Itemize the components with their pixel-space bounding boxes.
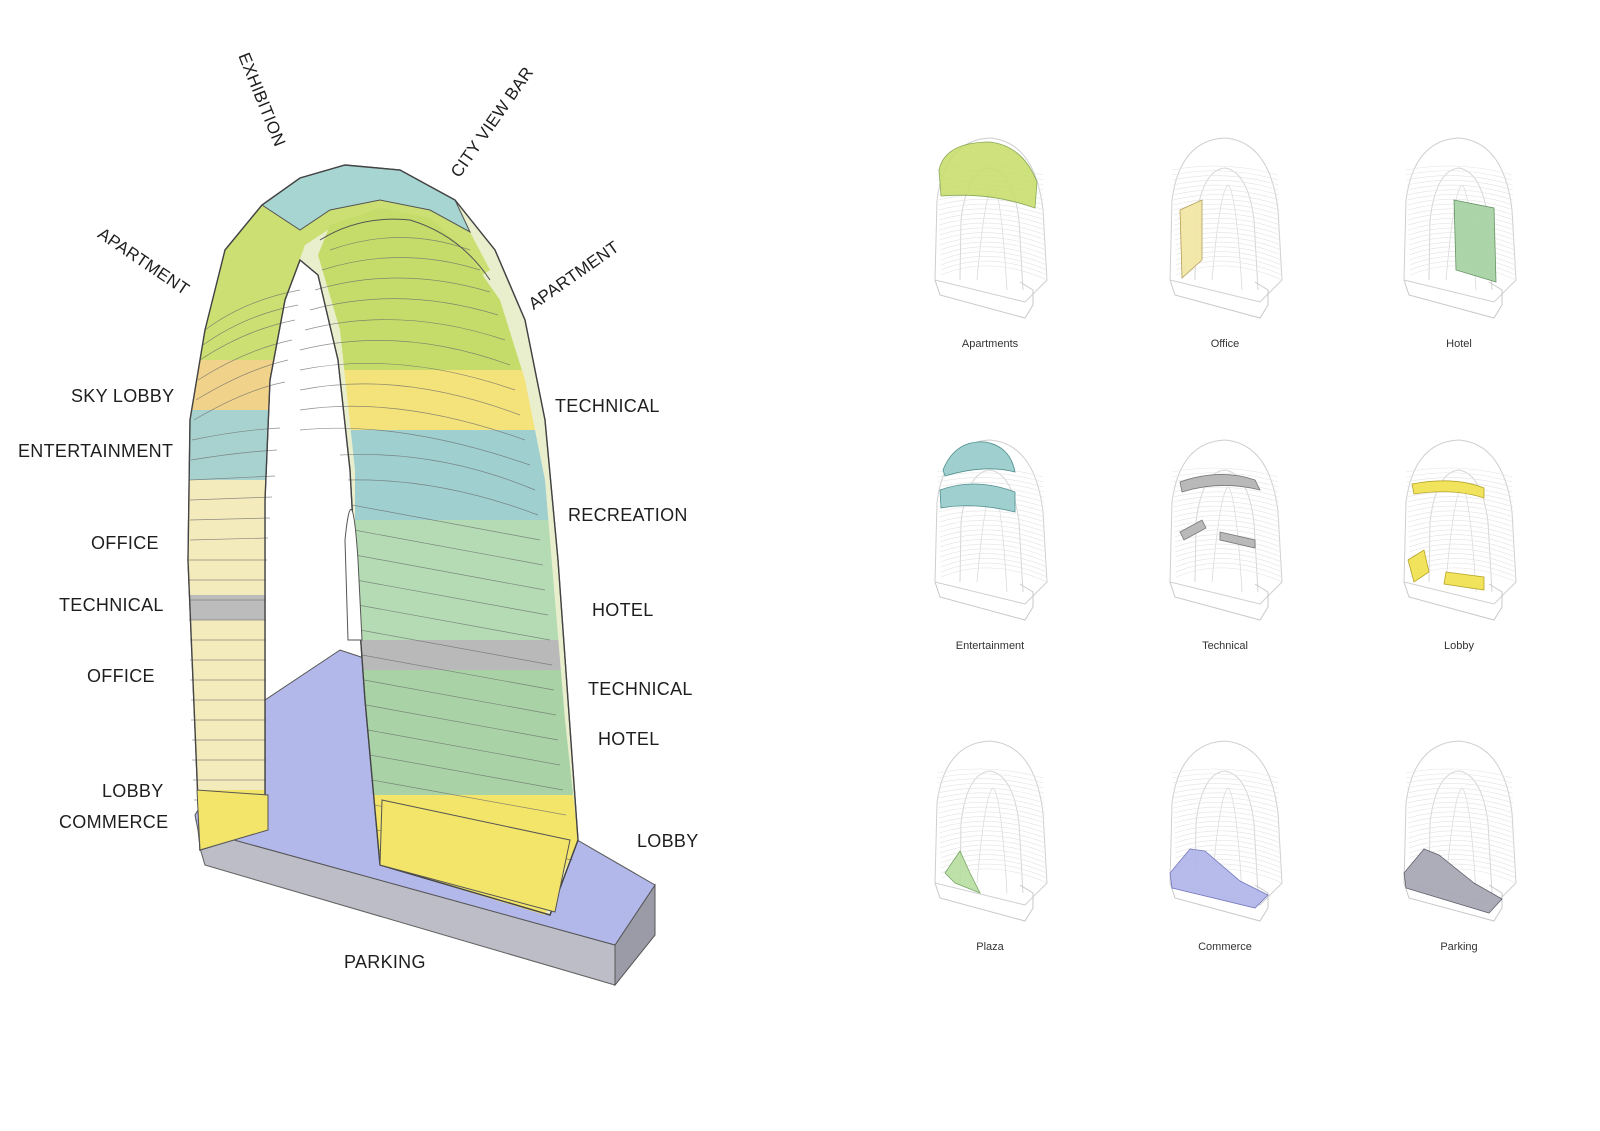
- thumb-caption: Technical: [1135, 640, 1315, 652]
- thumb-plaza: Plaza: [900, 733, 1080, 973]
- thumb-caption: Hotel: [1369, 338, 1549, 350]
- thumb-caption: Lobby: [1369, 640, 1549, 652]
- label-parking: PARKING: [344, 952, 426, 973]
- label-hotel-lower: HOTEL: [598, 729, 660, 750]
- thumb-technical: Technical: [1135, 432, 1315, 672]
- thumb-hotel: Hotel: [1369, 130, 1549, 370]
- label-technical-left: TECHNICAL: [59, 595, 164, 616]
- thumb-office: Office: [1135, 130, 1315, 370]
- label-technical-right-lower: TECHNICAL: [588, 679, 693, 700]
- thumb-caption: Entertainment: [900, 640, 1080, 652]
- thumb-caption: Commerce: [1135, 941, 1315, 953]
- label-office-upper: OFFICE: [91, 533, 159, 554]
- label-commerce: COMMERCE: [59, 812, 168, 833]
- thumb-apartments: Apartments: [900, 130, 1080, 370]
- label-lobby-right: LOBBY: [637, 831, 699, 852]
- label-recreation: RECREATION: [568, 505, 688, 526]
- thumb-lobby: Lobby: [1369, 432, 1549, 672]
- label-technical-right-upper: TECHNICAL: [555, 396, 660, 417]
- thumb-commerce: Commerce: [1135, 733, 1315, 973]
- thumb-parking: Parking: [1369, 733, 1549, 973]
- label-lobby-left: LOBBY: [102, 781, 164, 802]
- thumb-caption: Parking: [1369, 941, 1549, 953]
- label-office-lower: OFFICE: [87, 666, 155, 687]
- main-arch-diagram: EXHIBITION CITY VIEW BAR APARTMENT APART…: [0, 0, 800, 1131]
- label-sky-lobby: SKY LOBBY: [71, 386, 174, 407]
- thumb-caption: Apartments: [900, 338, 1080, 350]
- thumb-entertainment: Entertainment: [900, 432, 1080, 672]
- thumb-caption: Office: [1135, 338, 1315, 350]
- label-entertainment: ENTERTAINMENT: [18, 441, 173, 462]
- label-hotel-upper: HOTEL: [592, 600, 654, 621]
- thumb-caption: Plaza: [900, 941, 1080, 953]
- program-thumbnail-grid: Apartments Office Hotel Entertainment Te…: [900, 130, 1540, 970]
